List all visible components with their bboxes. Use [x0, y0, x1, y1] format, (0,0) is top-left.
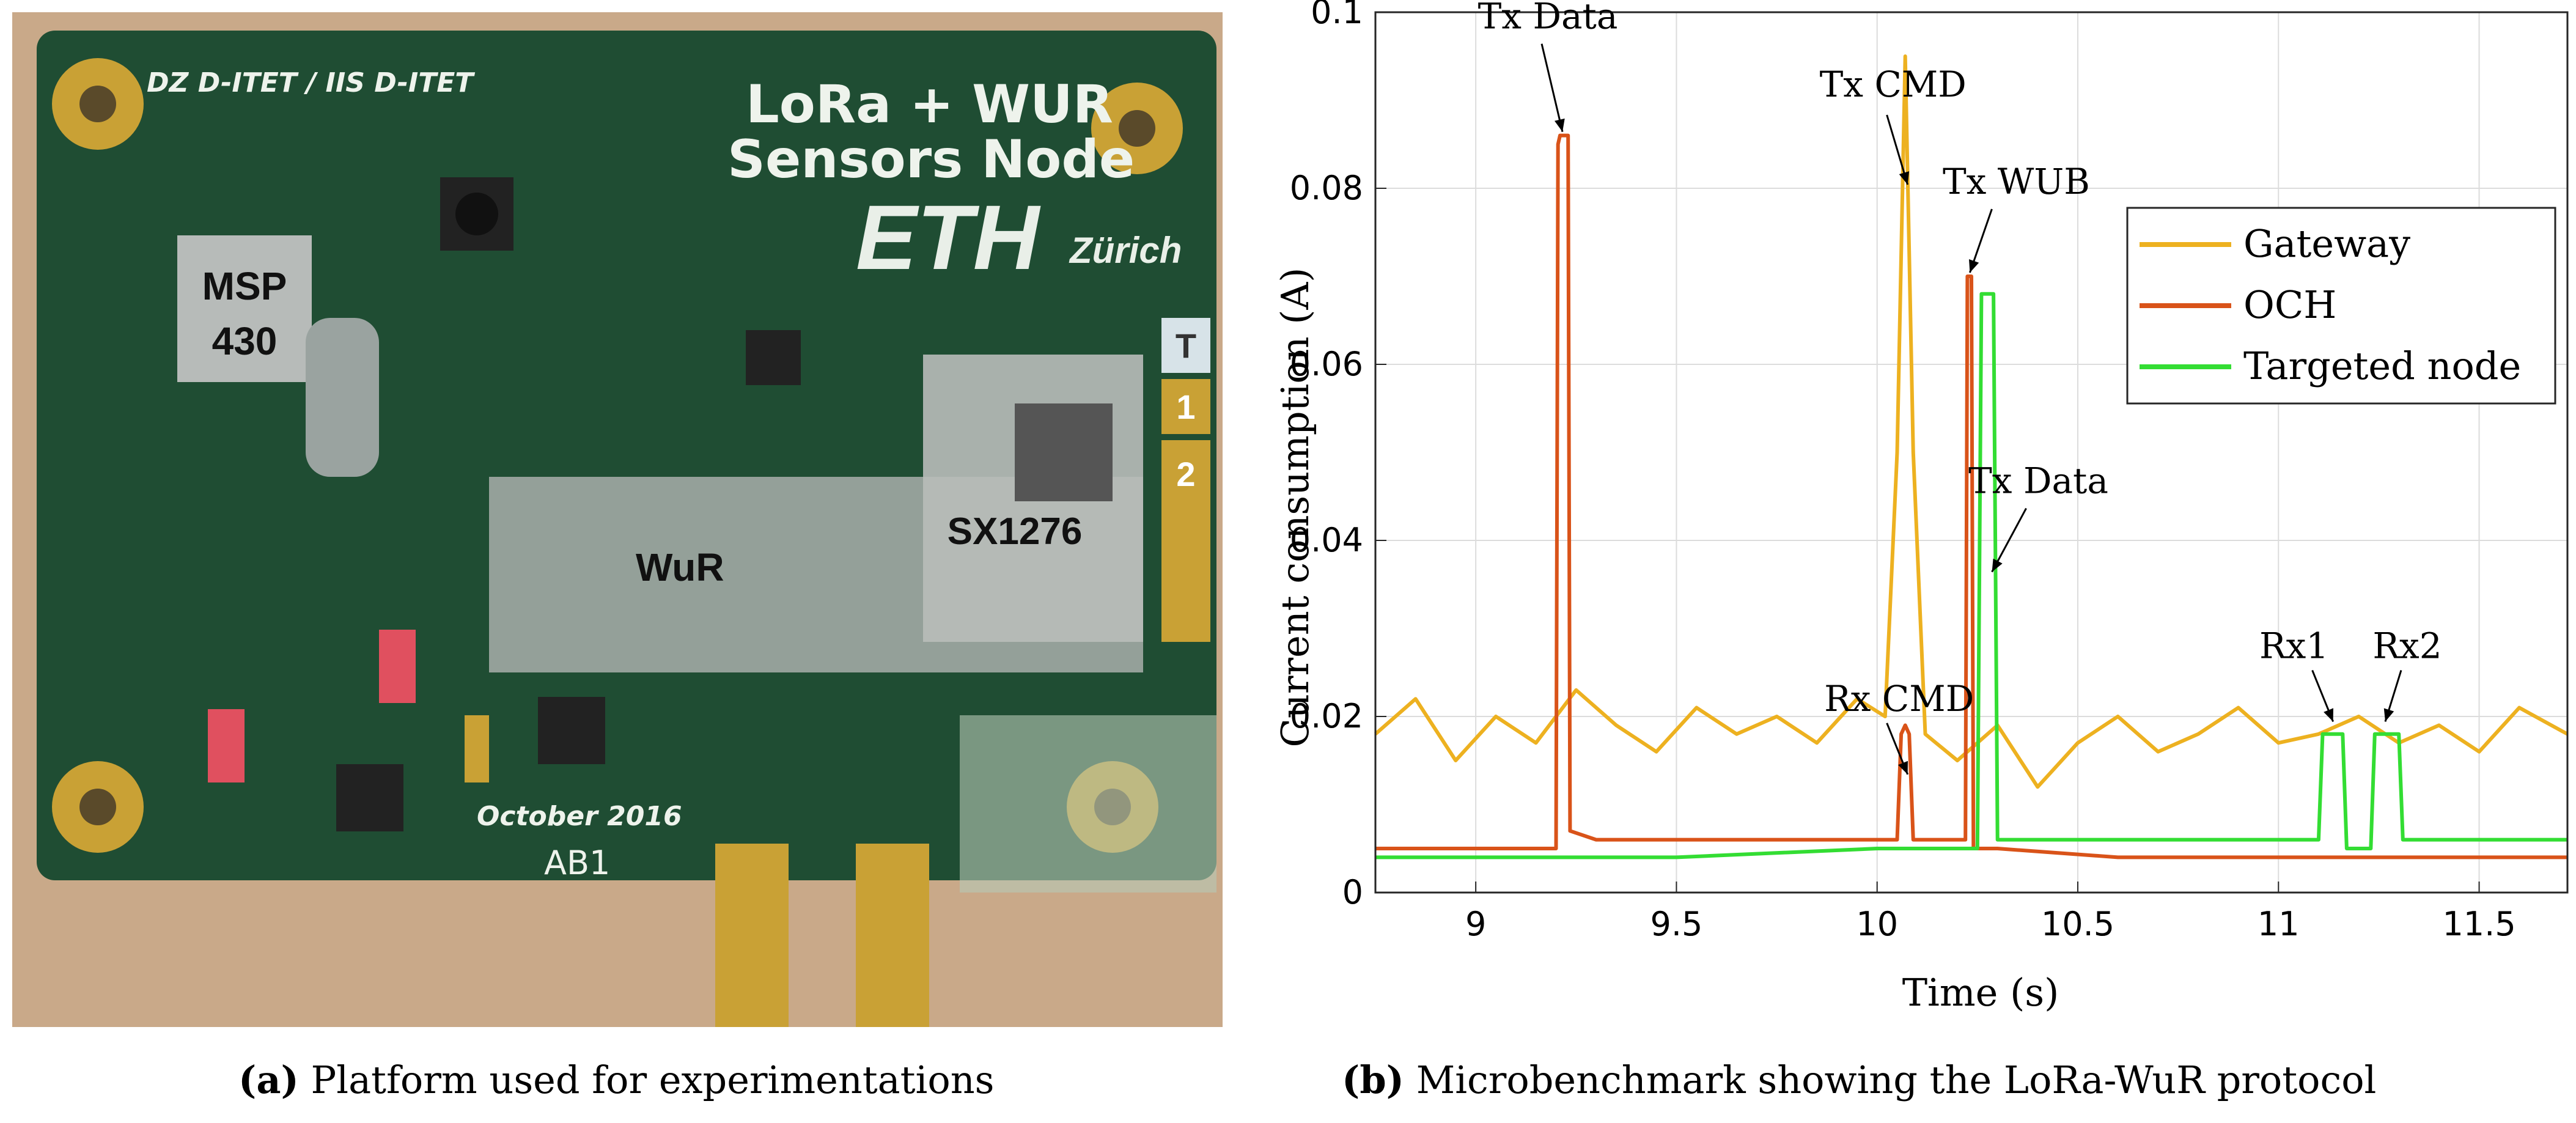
annotation-label: Rx CMD [1824, 678, 1974, 720]
sma-connector [715, 844, 789, 1027]
legend-entry: Targeted node [2243, 344, 2521, 388]
annotation-label: Tx CMD [1820, 64, 1967, 105]
eth-logo-suffix: Zürich [1069, 230, 1182, 271]
legend-entry: Gateway [2243, 221, 2410, 266]
x-tick-label: 11.5 [2442, 905, 2515, 943]
annotation-arrowhead [1969, 259, 1979, 273]
jumper-red [379, 630, 416, 703]
annotation-arrowhead [2383, 708, 2394, 722]
svg-text:1: 1 [1176, 388, 1195, 426]
annotation-label: Rx1 [2259, 625, 2328, 666]
wur-label: WuR [636, 545, 724, 589]
annotation-label: Tx Data [1478, 0, 1618, 37]
annotation-arrowhead [1555, 118, 1565, 132]
x-tick-label: 11 [2258, 905, 2300, 943]
svg-text:T: T [1176, 326, 1196, 365]
tab-label-1 [1161, 379, 1210, 434]
y-tick-label: 0.02 [1290, 697, 1363, 735]
caption-b-tag: (b) [1342, 1058, 1405, 1102]
radio-label: SX1276 [948, 510, 1083, 553]
chart-series [1374, 54, 2569, 860]
x-tick-label: 9 [1465, 905, 1486, 943]
svg-text:2: 2 [1176, 455, 1195, 493]
legend-entry: OCH [2243, 282, 2336, 327]
jumper-red [208, 709, 245, 782]
annotation-arrowhead [2324, 708, 2333, 722]
x-tick-label: 9.5 [1650, 905, 1702, 943]
ic-chip [336, 764, 403, 831]
board-id: AB1 [544, 844, 610, 882]
microbenchmark-chart: 9 9.5 10 10.5 11 11.5 0 0.02 0.04 0.06 0.08 0.1 Tx … [1273, 0, 2569, 1015]
annotation-label: Tx WUB [1943, 161, 2090, 202]
annotation-arrow [1540, 43, 1564, 132]
caption-b: (b) Microbenchmark showing the LoRa-WuR … [1342, 1058, 2376, 1102]
annotation-arrowhead [1992, 558, 2003, 572]
series-line-targeted-node [1375, 292, 2567, 860]
org-label: DZ D-ITET / IIS D-ITET [147, 67, 475, 98]
y-tick-label: 0 [1342, 873, 1363, 911]
date-label: October 2016 [477, 801, 682, 832]
mcu-label-line1: MSP [202, 264, 287, 308]
y-tick-label: 0.04 [1290, 521, 1363, 559]
x-tick-label: 10.5 [2041, 905, 2114, 943]
series-line-och [1375, 133, 2567, 860]
ant-region [960, 715, 1216, 893]
tab-label-2 [1161, 440, 1210, 642]
x-axis-label: Time (s) [1902, 970, 2059, 1015]
annotation-label: Rx2 [2372, 625, 2442, 666]
annotation-arrowhead [1899, 171, 1910, 185]
chart-annotations: Tx Data Tx CMD Tx WUB Tx Data Rx CMD Rx1 Rx2 [1478, 0, 2442, 775]
platform-photo: DZ D-ITET / IIS D-ITET LoRa + WUR Sensor… [12, 12, 1223, 1027]
y-tick-label: 0.06 [1290, 345, 1363, 383]
sma-connector [856, 844, 929, 1027]
annotation-arrowhead [1898, 760, 1908, 775]
series-line-gateway [1374, 54, 2569, 789]
board-title-line1: LoRa + WUR [746, 74, 1113, 135]
board-title-line2: Sensors Node [727, 129, 1135, 190]
ic-chip [538, 697, 605, 764]
ic-chip [746, 330, 801, 385]
caption-b-text: Microbenchmark showing the LoRa-WuR prot… [1404, 1058, 2377, 1102]
mcu-chip [177, 235, 312, 382]
caption-a: (a) Platform used for experimentations [238, 1058, 994, 1102]
chart-axes: 9 9.5 10 10.5 11 11.5 0 0.02 0.04 0.06 0.08 0.1 [1290, 0, 2569, 943]
y-tick-label: 0.1 [1311, 0, 1363, 31]
annotation-label: Tx Data [1968, 460, 2108, 502]
caption-a-tag: (a) [238, 1058, 299, 1102]
caption-a-text: Platform used for experimentations [298, 1058, 995, 1102]
y-tick-label: 0.08 [1290, 169, 1363, 207]
jumper-yellow [465, 715, 489, 782]
eth-logo: ETH [856, 186, 1041, 289]
y-axis-label: Current consumption (A) [1273, 268, 1317, 748]
plot-frame [1374, 11, 2569, 894]
mcu-label-line2: 430 [212, 319, 278, 363]
x-tick-label: 10 [1856, 905, 1898, 943]
crystal [306, 318, 379, 477]
tab-label-t [1161, 318, 1210, 373]
